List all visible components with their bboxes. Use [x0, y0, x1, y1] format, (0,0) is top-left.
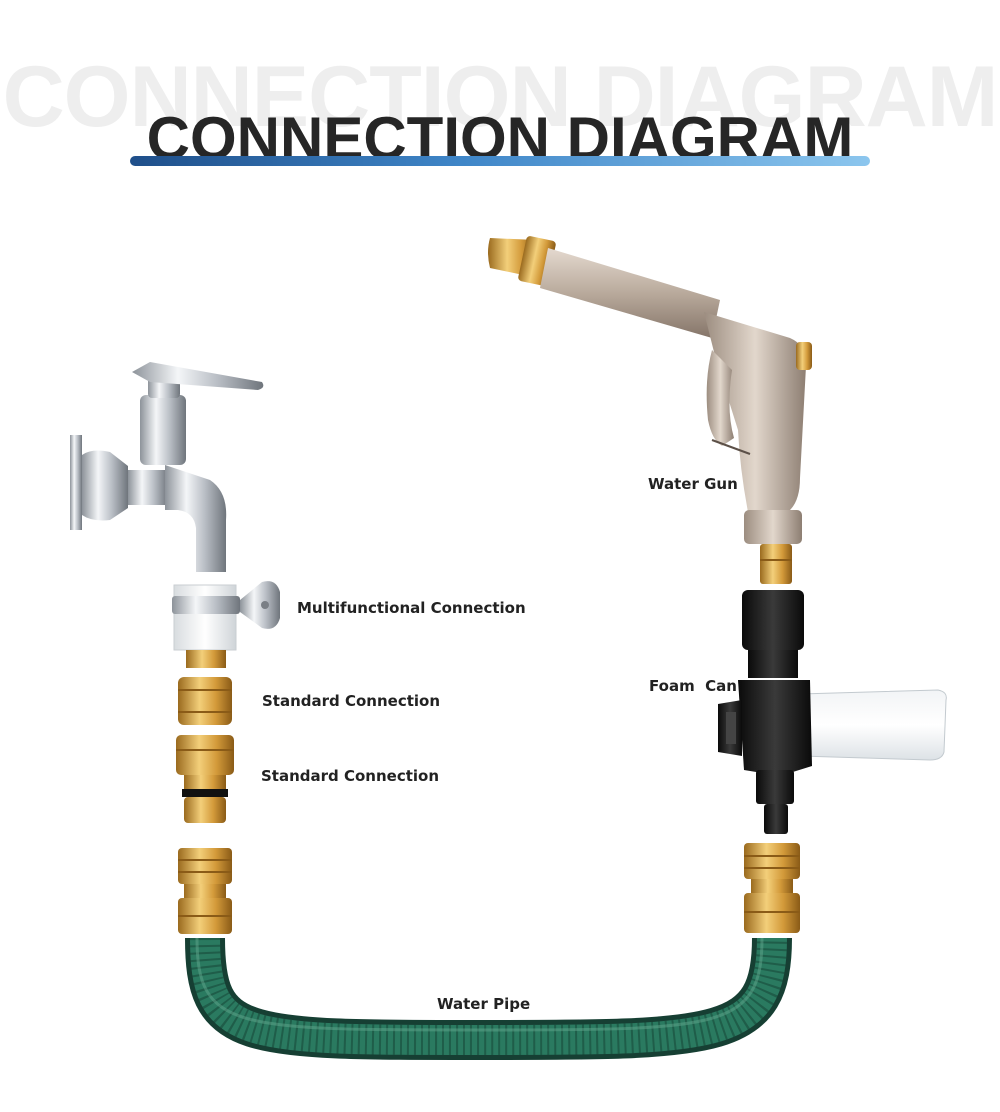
title-watermark: CONNECTION DIAGRAM [2, 49, 999, 145]
water-gun-icon [488, 236, 812, 584]
label-multifunctional-connection: Multifunctional Connection [297, 599, 526, 617]
label-foam-can: Foam Can [649, 677, 737, 695]
multifunctional-connector-icon [172, 581, 280, 668]
label-standard-connection-1: Standard Connection [262, 692, 441, 710]
water-pipe-icon [185, 937, 792, 1061]
standard-connector-1-icon [178, 677, 232, 725]
faucet-icon [70, 362, 264, 572]
label-water-pipe: Water Pipe [437, 995, 531, 1013]
label-standard-connection-2: Standard Connection [261, 767, 440, 785]
label-water-gun: Water Gun [648, 475, 738, 493]
title-underline [130, 156, 870, 166]
hose-fitting-left-icon [178, 848, 232, 934]
foam-can-icon [718, 590, 947, 834]
standard-connector-2-icon [176, 735, 234, 823]
hose-fitting-right-icon [744, 843, 800, 933]
